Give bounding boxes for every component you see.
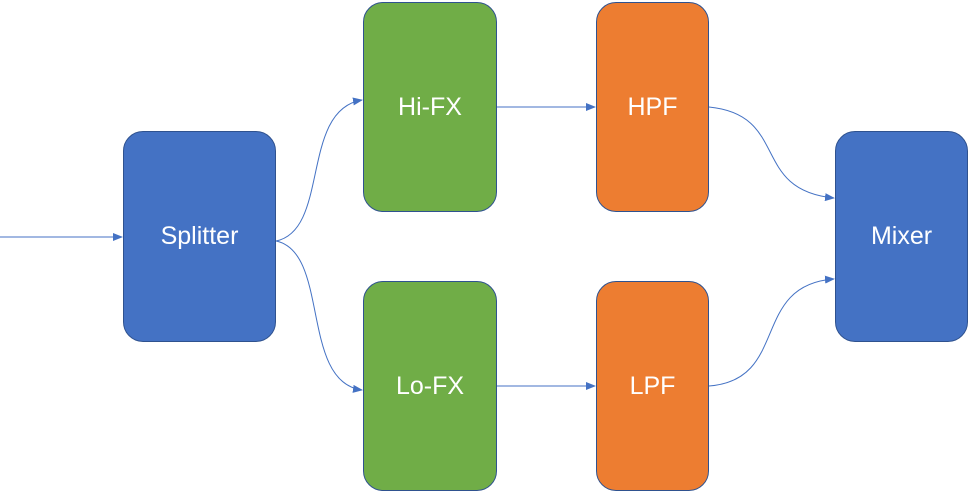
lpf-node: LPF bbox=[596, 281, 709, 491]
hifx-label: Hi-FX bbox=[398, 92, 462, 121]
edge-lpf-to-mixer bbox=[708, 275, 835, 387]
edge-hpf-to-mixer bbox=[708, 106, 835, 202]
edge-splitter-to-hifx bbox=[275, 97, 363, 242]
mixer-label: Mixer bbox=[870, 222, 933, 250]
edge-splitter-to-lofx bbox=[275, 240, 363, 393]
mixer-node: Mixer bbox=[835, 131, 968, 342]
hpf-node: HPF bbox=[596, 2, 709, 212]
hpf-label: HPF bbox=[627, 92, 678, 121]
lofx-node: Lo-FX bbox=[363, 281, 497, 491]
splitter-label: Splitter bbox=[160, 222, 239, 250]
lofx-label: Lo-FX bbox=[395, 371, 465, 400]
hifx-node: Hi-FX bbox=[363, 2, 497, 212]
splitter-node: Splitter bbox=[123, 131, 276, 342]
lpf-label: LPF bbox=[629, 371, 676, 400]
